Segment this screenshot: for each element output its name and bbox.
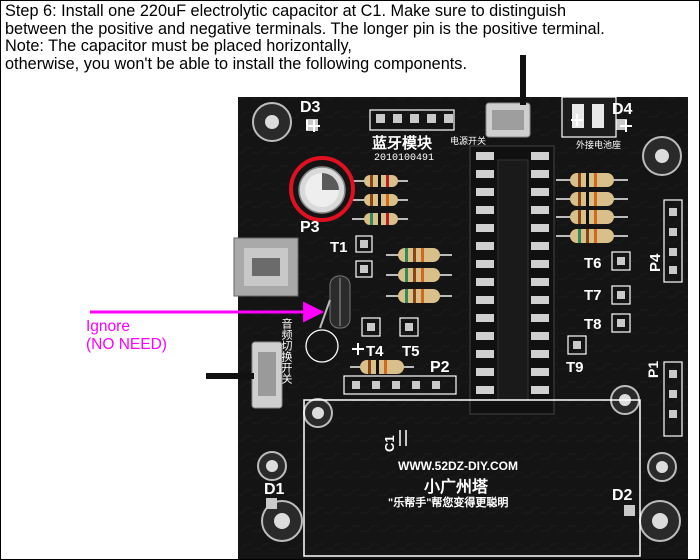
no-need-label: (NO NEED)	[86, 336, 167, 353]
bluetooth-module-code: 2010100491	[374, 153, 434, 164]
instruction-line-2: between the positive and negative termin…	[5, 19, 605, 38]
label-t4: T4	[366, 343, 384, 360]
c1-highlight-circle	[289, 156, 355, 222]
label-c1: C1	[382, 435, 397, 452]
p1-header	[663, 361, 683, 437]
battery-bay-outline	[303, 399, 641, 557]
bluetooth-header-pads	[376, 114, 453, 123]
label-p4: P4	[647, 253, 664, 272]
label-p3: P3	[300, 219, 320, 236]
label-p2: P2	[430, 359, 450, 376]
instruction-text: Step 6: Install one 220uF electrolytic c…	[5, 2, 695, 73]
battery-holder	[561, 96, 617, 138]
instruction-line-1: Step 6: Install one 220uF electrolytic c…	[5, 2, 567, 20]
ic-socket	[469, 145, 555, 415]
label-d2: D2	[612, 487, 633, 504]
audio-switch	[206, 341, 283, 409]
bluetooth-module-label: 蓝牙模块	[372, 134, 433, 152]
label-t6: T6	[584, 255, 602, 272]
battery-holder-label: 外接电池座	[576, 139, 621, 150]
label-d1: D1	[264, 481, 285, 498]
resistors-left	[350, 175, 452, 374]
ignore-note: Ignore (NO NEED)	[86, 318, 167, 354]
bluetooth-header-outline	[369, 109, 455, 131]
power-switch-label: 电源开关	[450, 135, 486, 146]
label-t7: T7	[584, 287, 602, 304]
resistors-right	[556, 173, 628, 243]
ignored-capacitor	[305, 275, 351, 363]
transistor-pads	[355, 235, 631, 355]
p2-header	[343, 375, 457, 395]
capacitor-c1	[298, 166, 346, 214]
label-t9: T9	[566, 359, 584, 376]
plus-marks	[308, 114, 632, 355]
usb-connector	[233, 237, 299, 297]
label-t1: T1	[330, 239, 348, 256]
power-switch	[485, 55, 531, 138]
slogan-label: "乐帮手"帮您变得更聪明	[388, 495, 508, 509]
label-t5: T5	[402, 343, 420, 360]
mounting-holes	[252, 102, 682, 542]
website-label: WWW.52DZ-DIY.COM	[398, 459, 518, 473]
instruction-line-3: Note: The capacitor must be placed horiz…	[5, 37, 352, 55]
label-t8: T8	[584, 316, 602, 333]
label-p1: P1	[645, 361, 661, 378]
ignore-label: Ignore	[86, 318, 130, 335]
p4-header	[663, 199, 683, 283]
c1-footprint	[399, 430, 407, 446]
label-d3: D3	[300, 99, 321, 116]
audio-switch-label: 音频切换开关	[280, 317, 293, 385]
brand-label: 小广州塔	[424, 477, 489, 496]
label-d4: D4	[612, 101, 633, 118]
instruction-line-4: otherwise, you won't be able to install …	[5, 54, 467, 73]
